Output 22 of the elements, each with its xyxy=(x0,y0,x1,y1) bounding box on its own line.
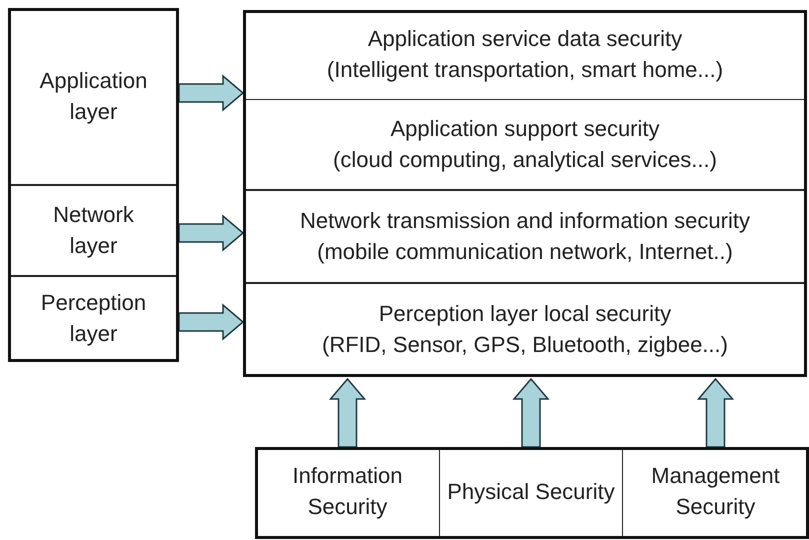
node-label: Management Security xyxy=(650,462,781,521)
node-examples: (cloud computing, analytical services...) xyxy=(333,146,717,174)
node-label: Application layer xyxy=(38,66,148,126)
block-arrow xyxy=(178,303,244,341)
node-label: Physical Security xyxy=(447,478,615,506)
security-row xyxy=(243,190,807,283)
node-label: Network layer xyxy=(52,200,135,260)
block-arrow xyxy=(178,74,244,112)
node-examples: (RFID, Sensor, GPS, Bluetooth, zigbee...) xyxy=(322,331,728,359)
node-label: Perception layer local security xyxy=(378,300,672,328)
block-arrow xyxy=(696,378,734,448)
node-label: Information Security xyxy=(291,462,404,521)
node-label: Network transmission and information security xyxy=(300,206,750,235)
block-arrow xyxy=(512,378,550,448)
node-label: Application support security xyxy=(390,114,660,143)
node-label: Application service data security xyxy=(368,25,682,54)
node-label: Perception layer xyxy=(40,289,148,348)
node-examples: (mobile communication network, Internet..) xyxy=(317,238,733,266)
block-arrow xyxy=(178,214,244,252)
node-examples: (Intelligent transportation, smart home...) xyxy=(326,56,724,84)
block-arrow xyxy=(328,378,366,448)
layer-box xyxy=(8,185,179,276)
